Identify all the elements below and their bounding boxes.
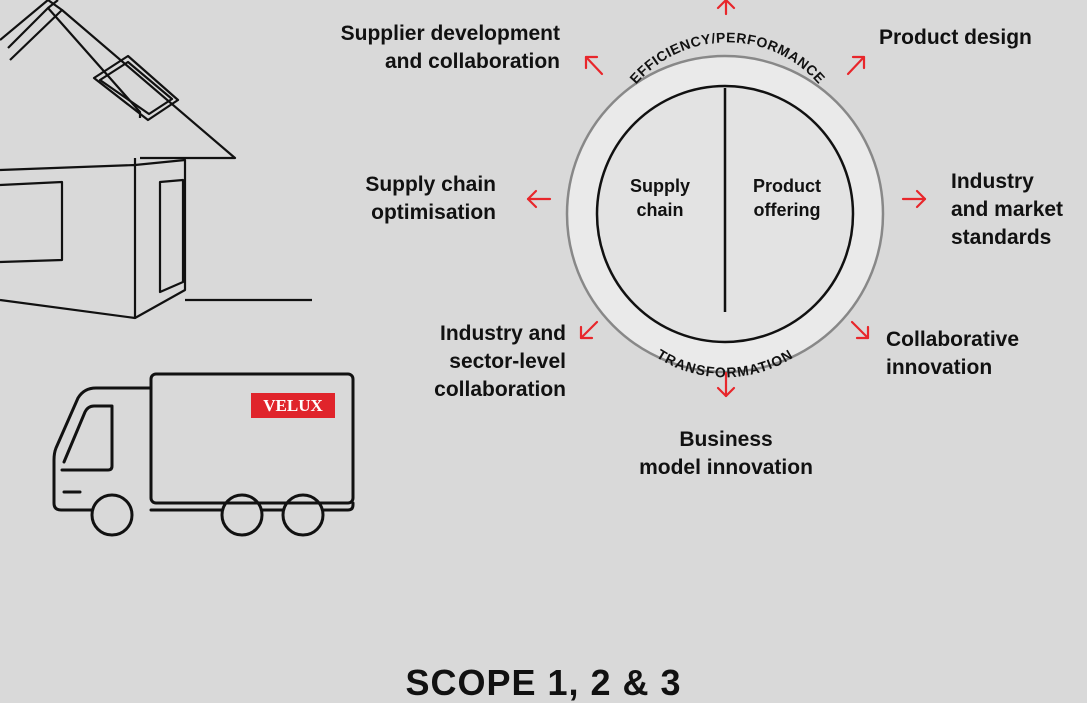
arrows: [526, 0, 927, 398]
label-supply-chain-optimisation: Supply chain optimisation: [365, 173, 496, 224]
label-industry-market-standards: Industry and market standards: [951, 170, 1064, 249]
label-supplier-development: Supplier development and collaboration: [340, 22, 560, 73]
ring-diagram: EFFICIENCY/PERFORMANCE TRANSFORMATION: [565, 29, 885, 380]
scope-title: SCOPE 1, 2 & 3: [405, 662, 682, 703]
arrow-icon-left: [526, 189, 552, 209]
arrow-icon-up-right: [846, 55, 866, 76]
label-collaborative-innovation: Collaborative innovation: [886, 328, 1020, 379]
velux-logo-plate: [251, 393, 335, 418]
diagram-canvas: EFFICIENCY/PERFORMANCE TRANSFORMATION: [0, 0, 927, 537]
label-product-design: Product design: [879, 26, 1032, 49]
truck-illustration: [52, 372, 355, 537]
label-industry-sector-collaboration: Industry and sector-level collaboration: [434, 322, 566, 401]
arrow-icon-right: [901, 189, 927, 209]
arrow-icon-up-left: [584, 55, 604, 76]
house-illustration: [0, 0, 312, 320]
velux-logo-text: VELUX: [263, 396, 323, 415]
arrow-icon-down: [716, 371, 736, 398]
inner-label-supply-chain: Supply chain: [629, 176, 690, 220]
arrow-icon-up: [716, 0, 736, 16]
arrow-icon-down-right: [850, 320, 870, 340]
inner-label-product-offering: Product offering: [752, 176, 821, 220]
arrow-icon-down-left: [579, 320, 599, 340]
label-business-model-innovation: Business model innovation: [639, 428, 813, 479]
